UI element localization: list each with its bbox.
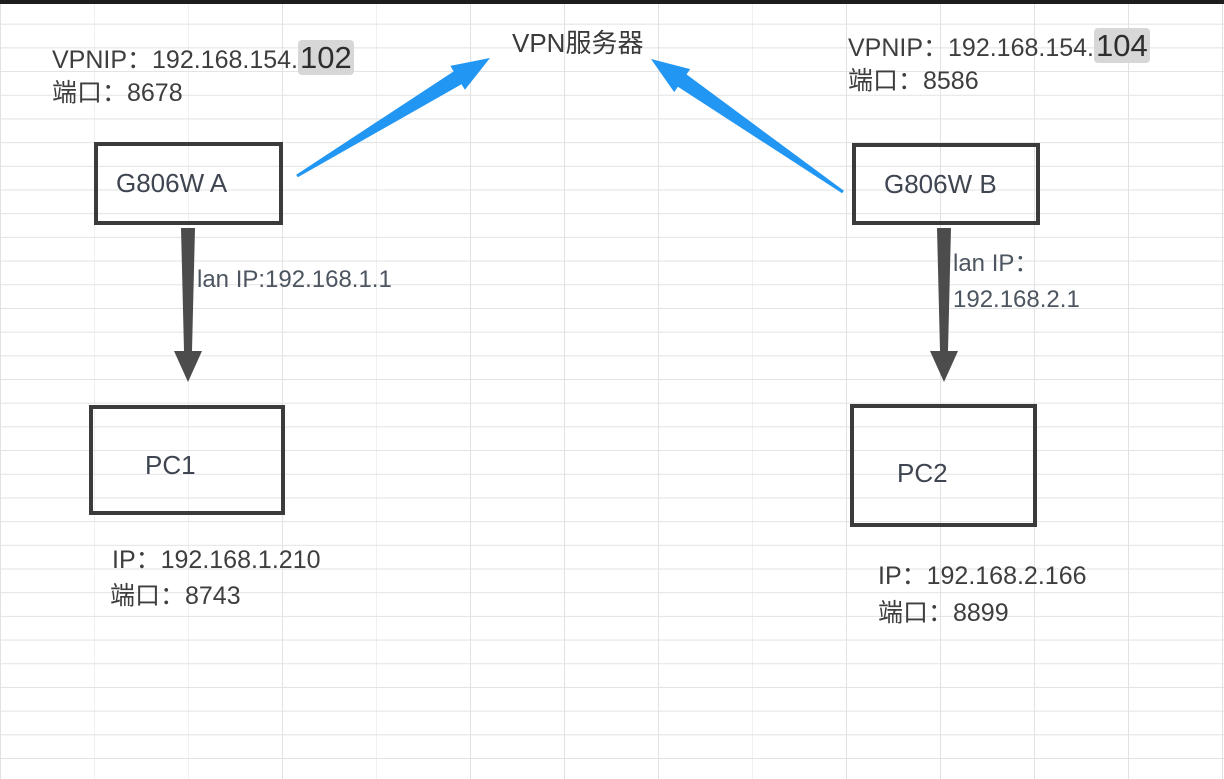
pc1-box: PC1 xyxy=(89,405,285,515)
pc1-ip: IP：192.168.1.210 xyxy=(112,546,321,574)
pc1-name: PC1 xyxy=(145,449,196,480)
router-b-box: G806W B xyxy=(852,143,1040,225)
router-a-vpnip-prefix: VPNIP：192.168.154. xyxy=(52,46,298,74)
router-b-name: G806W B xyxy=(884,168,997,199)
router-a-lan-ip: lan IP:192.168.1.1 xyxy=(197,266,392,293)
pc2-name: PC2 xyxy=(897,458,948,488)
pc2-box: PC2 xyxy=(850,404,1037,527)
blue-arrow-a-to-vpn xyxy=(296,58,490,178)
pc2-port: 端口：8899 xyxy=(878,599,1009,627)
router-b-port: 端口：8586 xyxy=(848,67,979,95)
router-b-lan-ip: lan IP： 192.168.2.1 xyxy=(953,246,1080,318)
router-a-port: 端口：8678 xyxy=(52,79,183,107)
vpn-server-label: VPN服务器 xyxy=(512,28,644,58)
router-b-lan-ip-line1: lan IP： xyxy=(953,250,1039,277)
router-b-vpnip-suffix: 104 xyxy=(1094,28,1150,63)
top-edge-bar xyxy=(0,0,1224,4)
pc1-port: 端口：8743 xyxy=(110,582,241,610)
black-arrow-a-to-pc1 xyxy=(174,228,202,382)
router-b-vpnip-prefix: VPNIP：192.168.154. xyxy=(848,34,1094,62)
router-a-vpnip-suffix: 102 xyxy=(298,40,354,75)
router-a-vpnip: VPNIP：192.168.154.102 xyxy=(52,40,354,75)
pc2-ip: IP：192.168.2.166 xyxy=(878,562,1087,590)
blue-arrow-b-to-vpn xyxy=(651,59,844,194)
router-a-box: G806W A xyxy=(94,142,283,225)
router-b-vpnip: VPNIP：192.168.154.104 xyxy=(848,28,1150,63)
router-b-lan-ip-line2: 192.168.2.1 xyxy=(953,286,1080,313)
router-a-name: G806W A xyxy=(116,168,228,198)
